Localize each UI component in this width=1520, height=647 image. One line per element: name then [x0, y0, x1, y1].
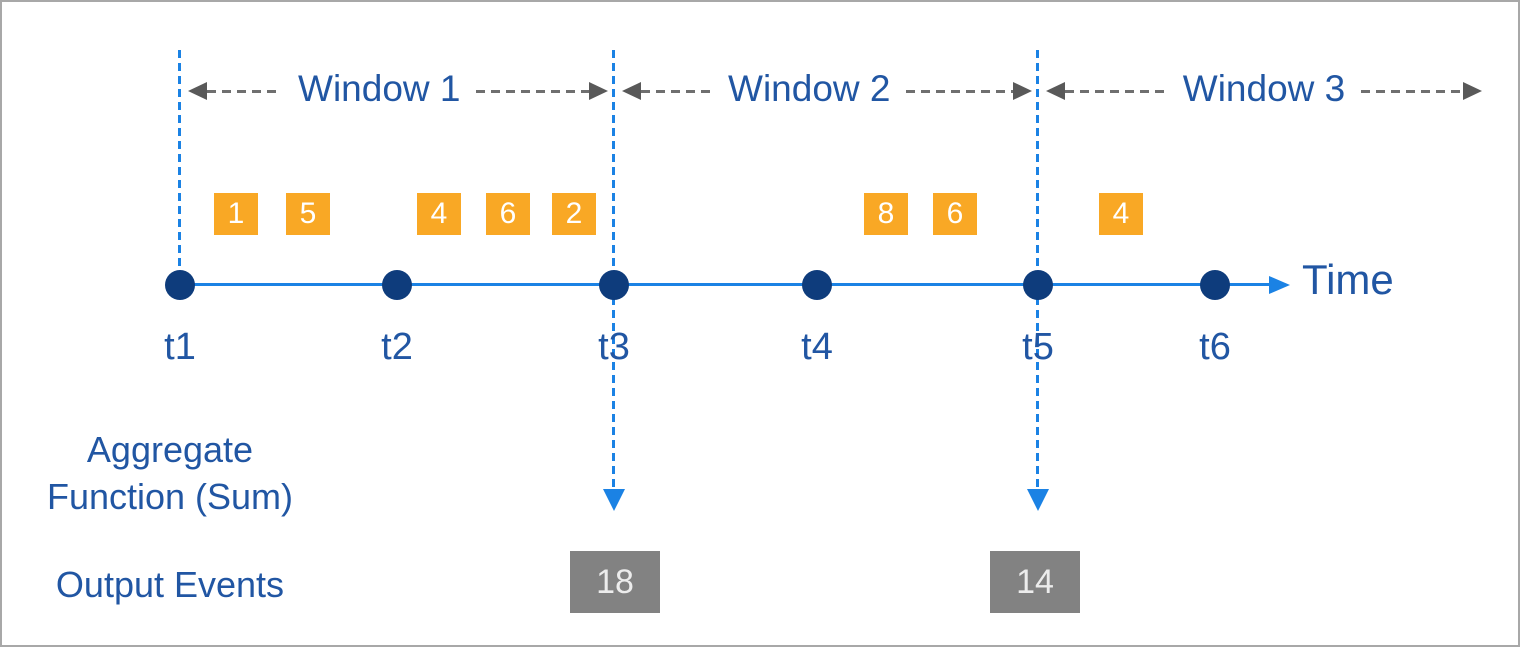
tick-label-t1: t1: [164, 326, 196, 368]
aggregate-function-label-line2: Function (Sum): [46, 476, 294, 517]
timeline-dot-t1: [165, 270, 195, 300]
arrow-right-icon: [1463, 82, 1483, 100]
output-sum-box-window-2: 14: [990, 551, 1080, 613]
dashed-line: [1361, 89, 1464, 93]
event-value-box: 6: [933, 193, 977, 235]
dashed-line: [207, 89, 283, 93]
tick-label-t6: t6: [1199, 326, 1231, 368]
aggregate-function-label-line1: Aggregate: [86, 429, 254, 470]
event-value-box: 4: [417, 193, 461, 235]
event-value-box: 5: [286, 193, 330, 235]
dashed-line: [906, 89, 1013, 93]
arrow-left-icon: [1046, 82, 1065, 100]
window-boundary-line-t1: [178, 50, 181, 285]
aggregate-function-label: Aggregate Function (Sum): [38, 426, 302, 520]
arrow-down-icon: [1027, 489, 1049, 511]
dashed-line: [641, 89, 713, 93]
event-value-box: 4: [1099, 193, 1143, 235]
window-2-label: Window 2: [728, 68, 891, 109]
tick-label-t2: t2: [381, 326, 413, 368]
dashed-line: [1065, 89, 1167, 93]
event-value-box: 1: [214, 193, 258, 235]
timeline-dot-t5: [1023, 270, 1053, 300]
arrow-left-icon: [188, 82, 207, 100]
tick-label-t4: t4: [801, 326, 833, 368]
event-value-box: 8: [864, 193, 908, 235]
event-value-box: 2: [552, 193, 596, 235]
timeline-dot-t6: [1200, 270, 1230, 300]
arrow-left-icon: [622, 82, 641, 100]
arrow-right-icon: [1013, 82, 1032, 100]
tick-label-t3: t3: [598, 326, 630, 368]
window-3-span: Window 3: [1046, 68, 1483, 114]
arrow-down-icon: [603, 489, 625, 511]
timeline-axis: [179, 283, 1271, 286]
timeline-dot-t4: [802, 270, 832, 300]
time-axis-label: Time: [1302, 256, 1394, 303]
timeline-arrow-icon: [1269, 276, 1290, 294]
window-3-label: Window 3: [1182, 68, 1346, 109]
window-2-span: Window 2: [622, 68, 1032, 114]
event-value-box: 6: [486, 193, 530, 235]
timeline-dot-t3: [599, 270, 629, 300]
tick-label-t5: t5: [1022, 326, 1054, 368]
output-sum-box-window-1: 18: [570, 551, 660, 613]
arrow-right-icon: [589, 82, 608, 100]
window-1-label: Window 1: [298, 68, 461, 109]
output-events-label: Output Events: [55, 564, 285, 605]
timeline-dot-t2: [382, 270, 412, 300]
dashed-line: [476, 89, 589, 93]
window-1-span: Window 1: [188, 68, 608, 114]
